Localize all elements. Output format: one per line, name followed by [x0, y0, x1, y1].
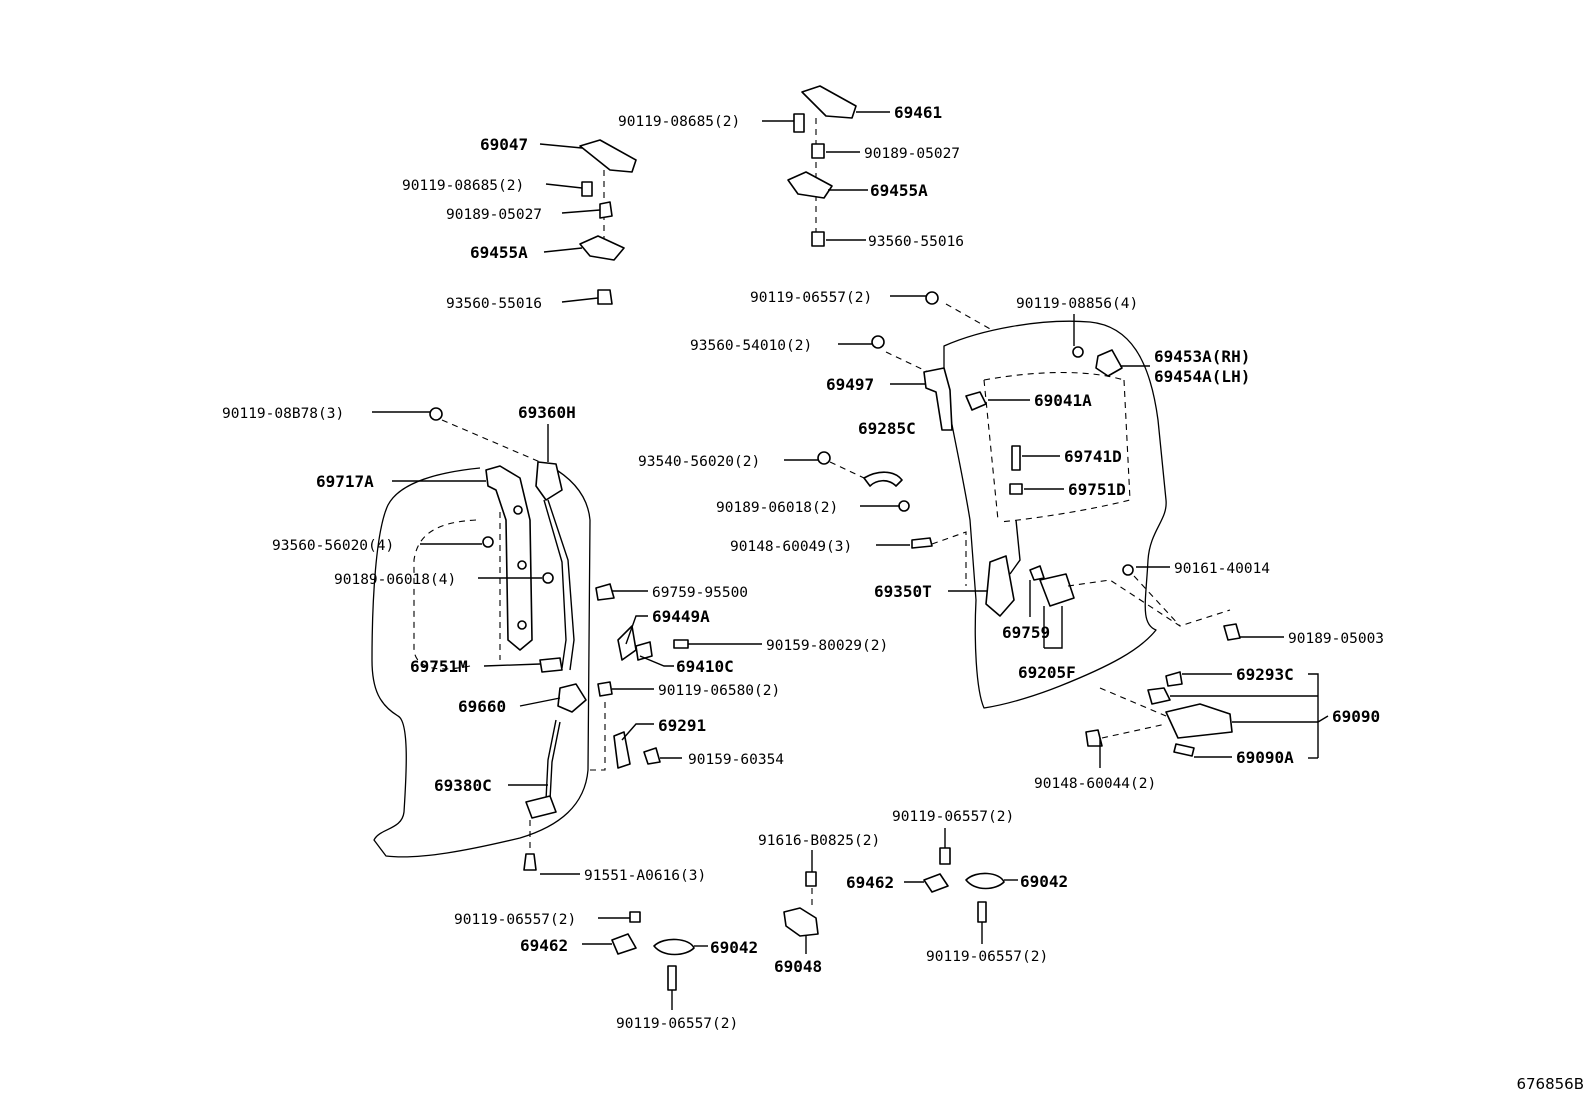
- diagram-reference-number: 676856B: [1516, 1075, 1584, 1093]
- part-label: 69462: [520, 936, 568, 955]
- right-door-panel: [817, 291, 1241, 757]
- part-label: 69759-95500: [652, 585, 748, 601]
- part-label: 90148-60044(2): [1034, 776, 1156, 792]
- part-label: 69759: [1002, 623, 1050, 642]
- part-label: 69454A(LH): [1154, 367, 1250, 386]
- part-label: 69497: [826, 375, 874, 394]
- part-label: 90119-08685(2): [618, 114, 740, 130]
- part-label: 90159-80029(2): [766, 638, 888, 654]
- part-label: 69751M: [410, 657, 468, 676]
- callout-labels: 90119-08685(2) 69461 90189-05027 69455A …: [222, 103, 1384, 1032]
- part-label: 69453A(RH): [1154, 347, 1250, 366]
- part-label: 69293C: [1236, 665, 1294, 684]
- part-label: 90119-08856(4): [1016, 296, 1138, 312]
- part-label: 69042: [1020, 872, 1068, 891]
- part-label: 90119-08685(2): [402, 178, 524, 194]
- part-label: 69090A: [1236, 748, 1294, 767]
- part-label: 90159-60354: [688, 752, 784, 768]
- part-label: 69041A: [1034, 391, 1092, 410]
- part-label: 69090: [1332, 707, 1380, 726]
- part-label: 69462: [846, 873, 894, 892]
- part-label: 69048: [774, 957, 822, 976]
- part-label: 90119-06557(2): [750, 290, 872, 306]
- part-label: 69350T: [874, 582, 932, 601]
- part-label: 69741D: [1064, 447, 1122, 466]
- part-label: 90189-05027: [446, 207, 542, 223]
- part-label: 93560-55016: [868, 234, 964, 250]
- part-label: 93560-55016: [446, 296, 542, 312]
- part-label: 90161-40014: [1174, 561, 1270, 577]
- part-label: 69380C: [434, 776, 492, 795]
- part-label: 69360H: [518, 403, 576, 422]
- leader-lines: [372, 111, 1329, 1010]
- part-label: 69285C: [858, 419, 916, 438]
- part-label: 90119-06557(2): [926, 949, 1048, 965]
- left-door-panel: [371, 407, 689, 871]
- upper-center-hinge-stack: [787, 85, 857, 247]
- part-label: 93540-56020(2): [638, 454, 760, 470]
- part-label: 91616-B0825(2): [758, 833, 880, 849]
- part-label: 69449A: [652, 607, 710, 626]
- part-label: 90189-05003: [1288, 631, 1384, 647]
- part-label: 69291: [658, 716, 706, 735]
- part-label: 93560-56020(4): [272, 538, 394, 554]
- part-label: 69455A: [870, 181, 928, 200]
- part-label: 69455A: [470, 243, 528, 262]
- bottom-small-parts: [611, 847, 1005, 991]
- upper-left-hinge-stack: [579, 139, 637, 305]
- part-label: 90119-06580(2): [658, 683, 780, 699]
- part-label: 90119-06557(2): [616, 1016, 738, 1032]
- part-label: 91551-A0616(3): [584, 868, 706, 884]
- part-label: 69047: [480, 135, 528, 154]
- part-label: 69660: [458, 697, 506, 716]
- part-label: 90119-08B78(3): [222, 406, 344, 422]
- part-label: 69461: [894, 103, 942, 122]
- part-label: 90189-05027: [864, 146, 960, 162]
- part-label: 90148-60049(3): [730, 539, 852, 555]
- part-label: 69410C: [676, 657, 734, 676]
- part-label: 69717A: [316, 472, 374, 491]
- part-label: 69205F: [1018, 663, 1076, 682]
- part-label: 90189-06018(4): [334, 572, 456, 588]
- part-label: 90119-06557(2): [454, 912, 576, 928]
- part-label: 69042: [710, 938, 758, 957]
- part-label: 93560-54010(2): [690, 338, 812, 354]
- part-label: 90119-06557(2): [892, 809, 1014, 825]
- part-label: 69751D: [1068, 480, 1126, 499]
- part-label: 90189-06018(2): [716, 500, 838, 516]
